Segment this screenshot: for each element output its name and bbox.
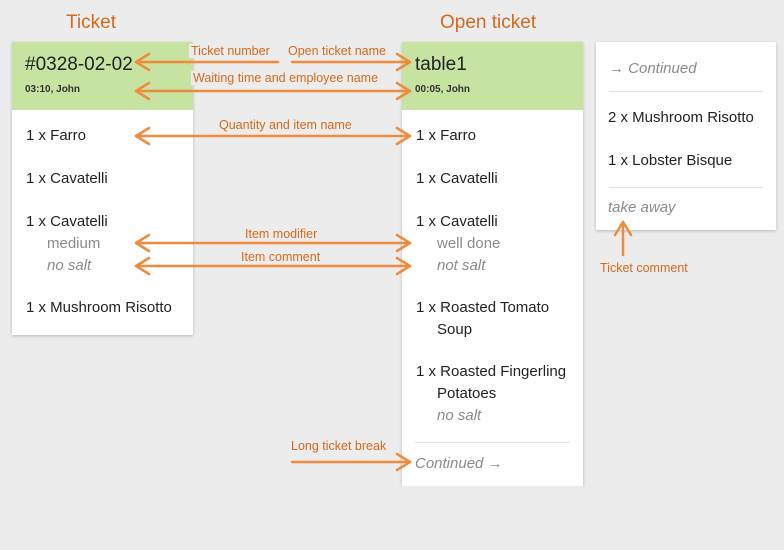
open-ticket-item-line2: Potatoes xyxy=(437,385,497,402)
continuation-card: → Continued 2 x Mushroom Risotto 1 x Lob… xyxy=(596,42,776,230)
ticket-number: #0328-02-02 xyxy=(25,54,133,75)
open-ticket-item: 1 x Farro xyxy=(416,127,477,144)
label-waiting-time: Waiting time and employee name xyxy=(191,71,381,85)
ticket-item: 1 x Cavatelli xyxy=(26,170,108,187)
continuation-item: 1 x Lobster Bisque xyxy=(608,152,733,169)
open-ticket-column-title: Open ticket xyxy=(440,12,537,33)
open-ticket-item: 1 x Cavatelli xyxy=(416,170,498,187)
ticket-item: 1 x Farro xyxy=(26,127,87,144)
ticket-header: #0328-02-02 03:10, John xyxy=(12,42,193,110)
open-ticket-waiting-time: 00:05, John xyxy=(415,84,471,95)
ticket-card: #0328-02-02 03:10, John 1 x Farro 1 x Ca… xyxy=(12,42,193,335)
ticket-item: 1 x Mushroom Risotto xyxy=(26,299,172,316)
label-open-ticket-name: Open ticket name xyxy=(286,44,388,58)
open-ticket-item: 1 x Cavatelli xyxy=(416,213,498,230)
open-ticket-item: 1 x Roasted Fingerling xyxy=(416,363,567,380)
open-ticket-item: 1 x Roasted Tomato xyxy=(416,299,550,316)
label-long-ticket-break: Long ticket break xyxy=(289,439,389,453)
ticket-item: 1 x Cavatelli xyxy=(26,213,108,230)
open-ticket-item-comment: no salt xyxy=(437,407,482,424)
continued-from-label: → Continued xyxy=(609,60,697,77)
label-item-modifier: Item modifier xyxy=(243,227,320,241)
ticket-comment-text: take away xyxy=(608,199,676,216)
label-item-comment: Item comment xyxy=(239,250,323,264)
ticket-waiting-time: 03:10, John xyxy=(25,84,81,95)
label-ticket-comment: Ticket comment xyxy=(598,261,690,275)
open-ticket-card: table1 00:05, John 1 x Farro 1 x Cavatel… xyxy=(402,42,583,486)
open-ticket-name: table1 xyxy=(415,54,467,75)
continued-label: Continued → xyxy=(415,455,503,472)
ticket-item-comment: no salt xyxy=(47,257,92,274)
torn-edge xyxy=(402,486,583,492)
open-ticket-item-modifier: well done xyxy=(437,235,501,252)
divider xyxy=(609,91,763,92)
open-ticket-item-line2: Soup xyxy=(437,321,473,338)
continuation-item: 2 x Mushroom Risotto xyxy=(608,109,754,126)
open-ticket-header: table1 00:05, John xyxy=(402,42,583,110)
ticket-column-title: Ticket xyxy=(66,12,116,33)
label-quantity-item: Quantity and item name xyxy=(217,118,354,132)
open-ticket-item-comment: not salt xyxy=(437,257,486,274)
divider xyxy=(609,187,763,188)
ticket-item-modifier: medium xyxy=(47,235,101,252)
divider xyxy=(415,442,570,443)
label-ticket-number: Ticket number xyxy=(189,44,272,58)
